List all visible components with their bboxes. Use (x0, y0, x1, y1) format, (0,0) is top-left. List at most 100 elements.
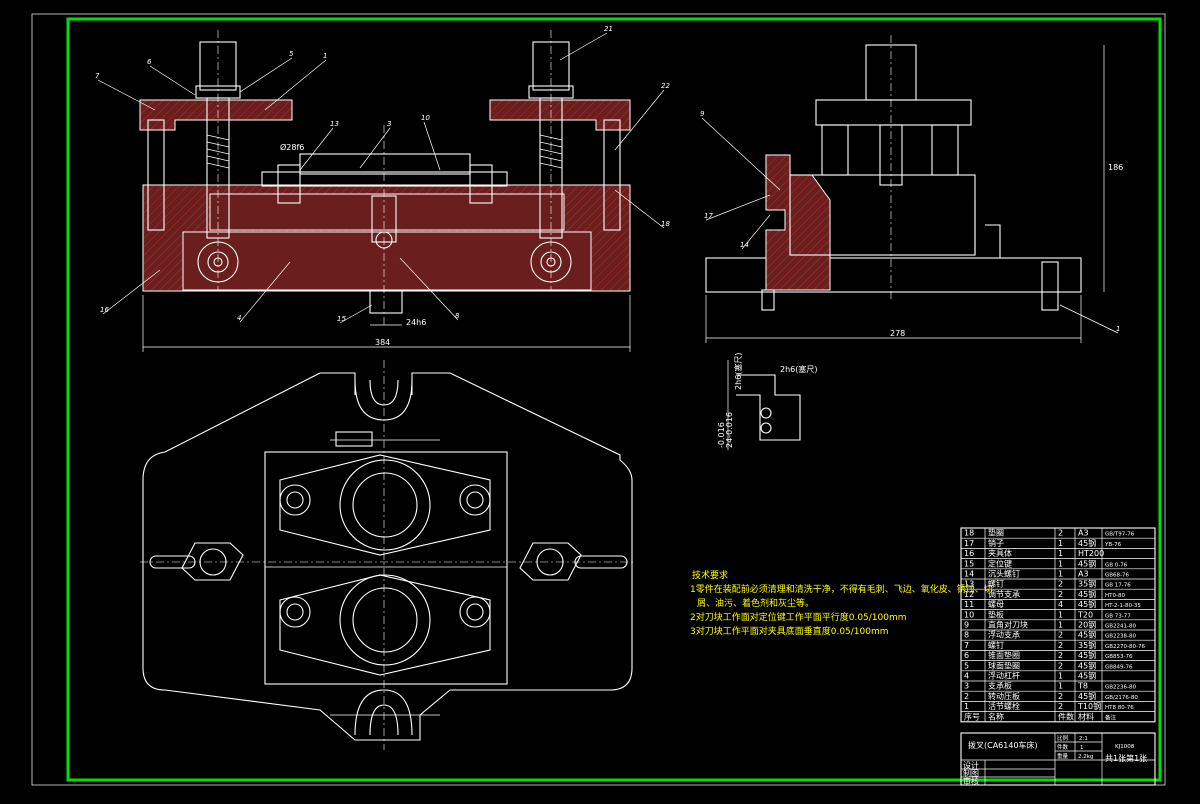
bom-cell: 球面垫圈 (988, 660, 1020, 670)
bom-cell: GB853-76 (1105, 654, 1133, 660)
balloon-leader (149, 65, 196, 96)
bom-cell: 1 (1058, 672, 1063, 681)
bom-cell: 45钢 (1078, 589, 1096, 599)
bom-cell: GB2236-80 (1105, 685, 1137, 691)
balloon-leader (741, 214, 771, 250)
bom-cell: 螺母 (988, 599, 1004, 609)
bom-cell: T20 (1077, 610, 1093, 619)
role-design: 设计 (963, 760, 979, 770)
bom-cell: HT200 (1078, 549, 1104, 558)
balloon-label: 1 (1116, 325, 1120, 333)
bom-cell: 2 (1058, 661, 1063, 670)
bom-cell: GB/T97-76 (1105, 532, 1135, 538)
bom-cell: 11 (964, 600, 974, 609)
balloon-label: 22 (661, 82, 670, 90)
bom-cell: 45钢 (1078, 650, 1096, 660)
balloon-label: 9 (700, 110, 705, 118)
bom-cell: 直角对刀块 (988, 620, 1028, 630)
bom-cell: 调节支承 (988, 589, 1020, 599)
bom-cell: 45钢 (1078, 671, 1096, 681)
balloon-leader (239, 261, 291, 323)
bom-cell: 1 (1058, 621, 1063, 630)
bom-cell: T10钢 (1077, 701, 1101, 711)
bom-cell: GB849-76 (1105, 664, 1133, 670)
balloon-label: 16 (100, 306, 109, 314)
bom-cell: GB2238-80 (1105, 634, 1137, 640)
balloon-label: 3 (387, 120, 391, 128)
front-hole-dim: Ø28f6 (280, 142, 304, 152)
bom-cell: 1 (1058, 610, 1063, 619)
bom-border (960, 527, 1156, 723)
balloon-leader (102, 269, 161, 315)
balloon-leader (264, 59, 327, 111)
balloon-label: 18 (661, 220, 670, 228)
bom-cell: 3 (964, 682, 969, 691)
bom-cell: 6 (964, 651, 969, 660)
bom-cell: 45钢 (1078, 558, 1096, 568)
title-name: 拨叉(CA6140车床) (968, 740, 1038, 750)
bom-cell: 1 (1058, 559, 1063, 568)
bom-cell: 45钢 (1078, 630, 1096, 640)
bom-cell: 2 (1058, 529, 1063, 538)
bom-cell: HT0-80 (1105, 593, 1125, 599)
balloon-leader (399, 257, 459, 321)
bom-cell: 1 (1058, 539, 1063, 548)
bom-cell: 2 (1058, 692, 1063, 701)
bom-cell: 35钢 (1078, 640, 1096, 650)
bom-cell: GB 17-76 (1105, 583, 1131, 589)
scale-value: 2:1 (1079, 736, 1088, 742)
bom-cell: 13 (964, 580, 974, 589)
balloon-leader (1059, 304, 1119, 334)
bom-row: 6 锥面垫圈 2 45钢 GB853-76 (964, 650, 1133, 660)
bom-cell: GB 0-76 (1105, 562, 1128, 568)
tech-line-4: 3对刀块工作平面对夹具底面垂直度0.05/100mm (690, 625, 889, 637)
setter-a-dim: 2h6(塞尺) (780, 364, 818, 374)
bom-cell: T8 (1077, 682, 1088, 691)
bom-cell: 销子 (988, 538, 1004, 548)
bom-cell: GB2270-80-76 (1105, 644, 1145, 650)
balloon-label: 21 (604, 25, 613, 33)
tech-line-1: 1零件在装配前必须清理和清洗干净，不得有毛刺、飞边、氧化皮、锈蚀、切 (690, 583, 993, 595)
bom-cell: 定位键 (988, 558, 1012, 568)
bom-cell: 螺钉 (988, 579, 1004, 589)
bom-cell: 名称 (988, 711, 1004, 721)
bom-cell: 2 (1058, 631, 1063, 640)
tech-line-3: 2对刀块工作面对定位键工作平面平行度0.05/100mm (690, 611, 907, 623)
bom-cell: 沉头螺钉 (988, 569, 1020, 579)
bom-cell: 1 (1058, 570, 1063, 579)
setter-b-dim: 2h6(塞尺) (733, 353, 743, 391)
bom-cell: 锥面垫圈 (988, 650, 1020, 660)
bom-cell: 1 (1058, 682, 1063, 691)
balloon-leader (614, 189, 665, 229)
quantity-value: 1 (1080, 745, 1084, 751)
drawing-number: KJ1008 (1115, 744, 1135, 750)
bom-cell: 9 (964, 621, 969, 630)
bom-cell: A3 (1078, 529, 1089, 538)
balloon-leader (701, 117, 781, 191)
side-height-dim: 186 (1108, 163, 1123, 172)
bom-cell: 45钢 (1078, 660, 1096, 670)
bom-cell: GB/2176-80 (1105, 695, 1138, 701)
inner-frame (66, 17, 1162, 782)
bom-cell: 15 (964, 559, 974, 568)
balloon-leader (339, 304, 373, 324)
balloon-label: 1 (323, 52, 327, 60)
bom-cell: 4 (964, 672, 969, 681)
bom-cell: 1 (1058, 549, 1063, 558)
front-width-dim: 384 (375, 338, 390, 347)
bom-cell: 1 (964, 702, 969, 711)
balloon-leader (299, 127, 334, 171)
bom-cell: 2 (1058, 651, 1063, 660)
